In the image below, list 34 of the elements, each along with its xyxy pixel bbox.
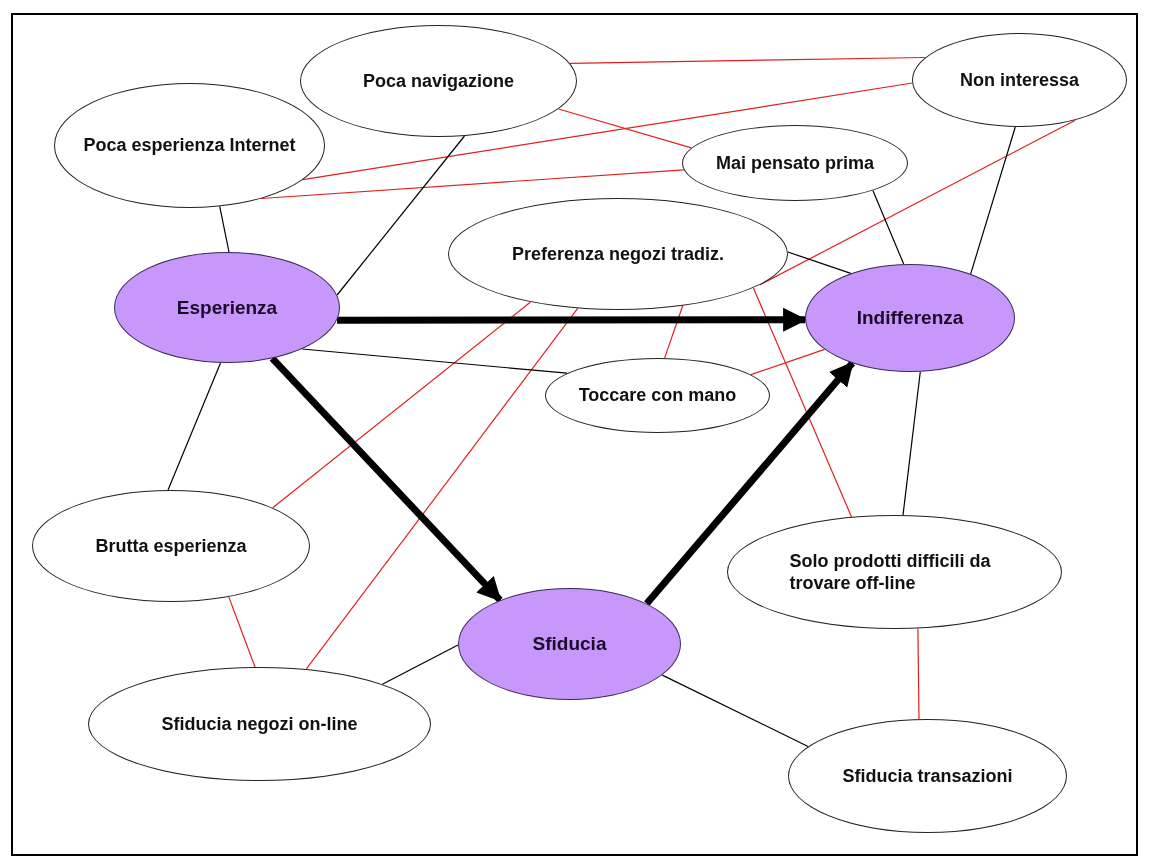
connector-line xyxy=(970,126,1016,275)
connector-line xyxy=(569,56,926,64)
node-label: Non interessa xyxy=(958,68,1080,92)
connector-line xyxy=(872,189,905,265)
connector-line xyxy=(260,169,685,200)
arrow xyxy=(337,307,808,332)
connector-line xyxy=(381,644,459,685)
node-label: Poca esperienza Internet xyxy=(82,134,297,157)
connector-line xyxy=(661,674,809,748)
node-label: Solo prodotti difficili da trovare off-line xyxy=(789,549,992,595)
connector-line xyxy=(302,82,913,181)
connector-line xyxy=(336,135,466,296)
arrow xyxy=(644,360,856,606)
connector-line xyxy=(557,108,692,149)
node-label: Poca navigazione xyxy=(361,69,516,93)
connector-line xyxy=(917,627,920,720)
connector-line xyxy=(272,301,532,509)
node-label: Mai pensato prima xyxy=(714,151,875,175)
connector-line xyxy=(787,251,852,274)
arrow xyxy=(269,355,503,603)
connector-line xyxy=(750,348,826,376)
node-label: Preferenza negozi tradiz. xyxy=(510,242,726,266)
connector-line xyxy=(167,362,222,491)
node-label: Toccare con mano xyxy=(577,384,738,407)
node-label: Indifferenza xyxy=(855,306,965,330)
connector-line xyxy=(664,305,684,359)
node-label: Sfiducia transazioni xyxy=(841,764,1014,788)
connector-line xyxy=(301,348,568,374)
node-label: Sfiducia negozi on-line xyxy=(160,712,359,736)
connector-line xyxy=(902,371,921,516)
node-label: Sfiducia xyxy=(531,632,608,656)
node-label: Brutta esperienza xyxy=(94,534,248,558)
node-label: Esperienza xyxy=(175,295,279,320)
connector-line xyxy=(228,596,256,668)
